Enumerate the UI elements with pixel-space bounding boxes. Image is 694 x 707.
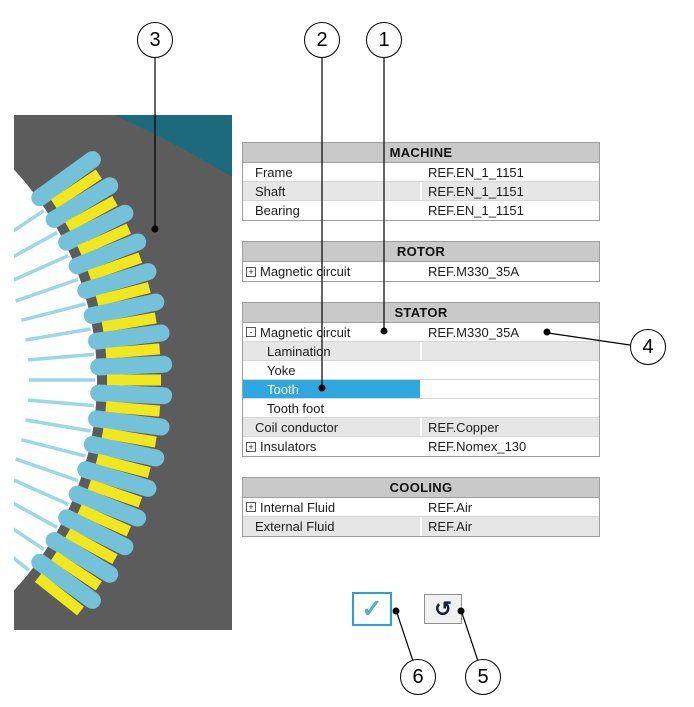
row-label-cell: Lamination [243,342,421,360]
section-title: MACHINE [243,143,599,163]
row-label: Tooth [267,381,299,397]
validate-button[interactable]: ✓ [352,592,392,626]
row-label: Tooth foot [267,400,325,416]
table-row-internal-fluid[interactable]: + Internal Fluid REF.Air [243,498,599,517]
row-label: Shaft [255,183,286,199]
callout-number: 5 [477,665,489,688]
table-row-tooth-selected[interactable]: Tooth [243,380,599,399]
reset-icon: ↺ [434,597,452,621]
table-row-rotor-magnetic-circuit[interactable]: + Magnetic circuit REF.M330_35A [243,262,599,281]
stator-lamination-graphic [14,115,232,630]
row-value[interactable]: REF.M330_35A [419,323,599,341]
row-label: Magnetic circuit [260,324,351,340]
reset-button[interactable]: ↺ [424,594,462,624]
row-label: Internal Fluid [260,499,336,515]
section-title: COOLING [243,478,599,498]
callout-number: 3 [149,28,161,51]
row-label-cell: External Fluid [243,517,421,536]
callout-6: 6 [400,659,436,695]
table-row-lamination[interactable]: Lamination [243,342,599,361]
row-label: Insulators [260,439,317,454]
row-label: External Fluid [255,519,335,534]
row-label-cell: Tooth [243,380,421,398]
row-value[interactable] [420,342,599,360]
table-row-external-fluid[interactable]: External Fluid REF.Air [243,517,599,536]
row-label-cell: Coil conductor [243,418,421,436]
row-label-cell: Tooth foot [243,399,420,417]
row-label-cell: Shaft [243,182,421,200]
section-stator: STATOR - Magnetic circuit REF.M330_35A L… [242,302,600,457]
row-value[interactable]: REF.Copper [420,418,599,436]
table-row-tooth-foot[interactable]: Tooth foot [243,399,599,418]
callout-4: 4 [630,329,666,365]
table-row-frame[interactable]: Frame REF.EN_1_1151 [243,163,599,182]
row-label: Frame [255,164,293,180]
row-label: Lamination [267,343,331,359]
callout-2: 2 [304,22,340,58]
callout-1: 1 [366,22,402,58]
callout-number: 6 [412,665,424,688]
table-row-yoke[interactable]: Yoke [243,361,599,380]
row-label: Coil conductor [255,419,339,435]
table-row-stator-magnetic-circuit[interactable]: - Magnetic circuit REF.M330_35A [243,323,599,342]
expand-toggle-icon[interactable]: + [246,441,256,452]
row-label-cell: Bearing [243,201,420,220]
row-label-cell: + Internal Fluid [243,498,420,516]
collapse-toggle-icon[interactable]: - [246,327,256,337]
callout-5: 5 [465,659,501,695]
table-row-insulators[interactable]: + Insulators REF.Nomex_130 [243,437,599,456]
section-machine: MACHINE Frame REF.EN_1_1151 Shaft REF.EN… [242,142,600,221]
callout-3: 3 [137,22,173,58]
row-label-cell: Frame [243,163,420,181]
section-title: ROTOR [243,242,599,262]
expand-toggle-icon[interactable]: + [246,266,256,277]
row-label-cell: + Magnetic circuit [243,262,420,281]
row-label: Bearing [255,203,300,218]
section-cooling: COOLING + Internal Fluid REF.Air Externa… [242,477,600,537]
row-value[interactable] [420,399,599,417]
row-value[interactable]: REF.Air [419,498,599,516]
row-label-cell: + Insulators [243,437,420,456]
callout-number: 2 [316,28,328,51]
row-label-cell: - Magnetic circuit [243,323,420,341]
row-value[interactable]: REF.EN_1_1151 [420,182,599,200]
row-value[interactable] [420,361,599,379]
row-label: Magnetic circuit [260,264,351,279]
row-value[interactable]: REF.Nomex_130 [419,437,599,456]
row-label-cell: Yoke [243,361,420,379]
callout-number: 4 [642,335,654,358]
table-row-shaft[interactable]: Shaft REF.EN_1_1151 [243,182,599,201]
callout-number: 1 [378,28,390,51]
row-label: Yoke [267,362,296,378]
row-value[interactable]: REF.EN_1_1151 [420,163,599,181]
expand-toggle-icon[interactable]: + [246,502,256,512]
motor-cross-section-preview [14,115,232,630]
row-value[interactable] [420,380,599,398]
table-row-bearing[interactable]: Bearing REF.EN_1_1151 [243,201,599,220]
row-value[interactable]: REF.EN_1_1151 [420,201,599,220]
section-title: STATOR [243,303,599,323]
row-value[interactable]: REF.Air [420,517,599,536]
section-rotor: ROTOR + Magnetic circuit REF.M330_35A [242,241,600,282]
row-value[interactable]: REF.M330_35A [419,262,599,281]
check-icon: ✓ [361,594,383,623]
table-row-coil-conductor[interactable]: Coil conductor REF.Copper [243,418,599,437]
